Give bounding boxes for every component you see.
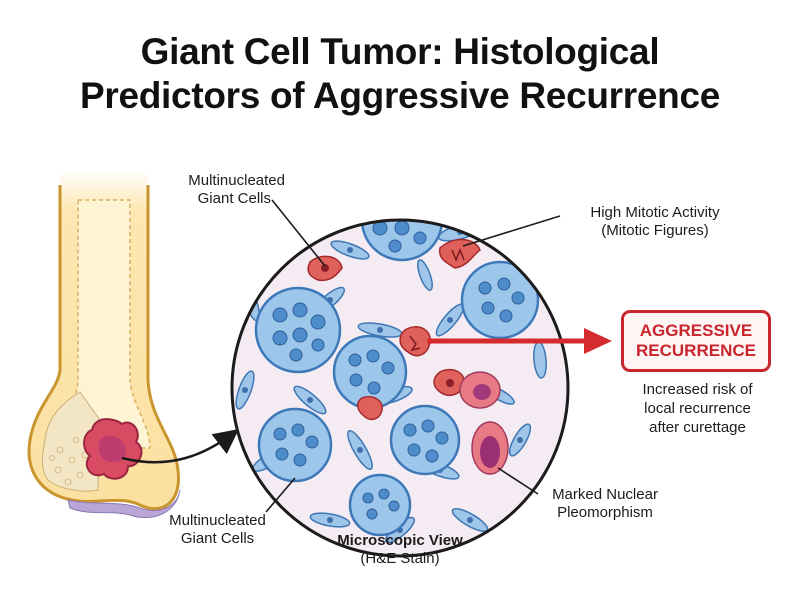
- label-giant-cells-top: Multinucleated Giant Cells: [150, 172, 285, 208]
- bone-illustration: [27, 170, 181, 519]
- callout-line-1: AGGRESSIVE: [639, 321, 753, 340]
- aggressive-recurrence-callout: AGGRESSIVE RECURRENCE: [621, 310, 771, 372]
- label-line: Marked Nuclear: [552, 486, 658, 503]
- label-mitotic-activity: High Mitotic Activity (Mitotic Figures): [560, 204, 750, 240]
- leader-giant-top: [271, 199, 326, 267]
- label-giant-cells-bottom: Multinucleated Giant Cells: [150, 512, 285, 548]
- pleomorphic-cell: [471, 421, 509, 475]
- medullary-canal: [61, 199, 151, 449]
- bone-to-view-arrow: [121, 428, 239, 464]
- mitotic-cell: [307, 255, 343, 282]
- giant-cell: [389, 404, 461, 476]
- label-nuclear-pleomorphism: Marked Nuclear Pleomorphism: [530, 486, 680, 522]
- risk-note-line: local recurrence: [644, 400, 751, 417]
- giant-cell: [332, 334, 408, 410]
- microscopic-view: [230, 218, 570, 558]
- title-line-2: Predictors of Aggressive Recurrence: [80, 75, 720, 116]
- label-line: Giant Cells: [180, 530, 255, 547]
- bone-outline: [27, 185, 180, 511]
- page-title: Giant Cell Tumor: Histological Predictor…: [0, 30, 800, 118]
- leader-giant-bottom: [265, 477, 296, 513]
- risk-note-line: Increased risk of: [642, 381, 753, 398]
- giant-cell: [460, 260, 540, 340]
- mitotic-cell: [433, 368, 465, 397]
- mitotic-cell: [399, 326, 431, 357]
- giant-cell: [360, 220, 444, 262]
- label-microscopic-view: Microscopic View (H&E Stain): [310, 532, 490, 568]
- label-line: Multinucleated: [169, 512, 266, 529]
- tumor-core: [98, 435, 127, 463]
- leader-mitotic: [462, 215, 561, 247]
- recurrence-arrow: [427, 328, 612, 354]
- label-line: Microscopic View: [337, 532, 463, 549]
- leader-pleomorphism: [497, 467, 539, 495]
- spongy-bone: [41, 391, 101, 492]
- label-line: (Mitotic Figures): [601, 222, 709, 239]
- giant-cell: [254, 286, 342, 374]
- label-line: High Mitotic Activity: [590, 204, 720, 221]
- label-line: (H&E Stain): [360, 550, 440, 567]
- pleomorphic-cell: [459, 371, 501, 409]
- leader-lines: [265, 199, 561, 513]
- label-line: Pleomorphism: [557, 504, 653, 521]
- label-line: Multinucleated: [188, 172, 285, 189]
- giant-cell: [348, 473, 412, 537]
- label-line: Giant Cells: [197, 190, 271, 207]
- callout-line-2: RECURRENCE: [636, 341, 756, 360]
- giant-cell: [257, 407, 333, 483]
- risk-note: Increased risk of local recurrence after…: [610, 380, 785, 437]
- mitotic-cell: [438, 238, 481, 269]
- risk-note-line: after curettage: [649, 419, 746, 436]
- trabecular-pattern: [49, 437, 89, 486]
- title-line-1: Giant Cell Tumor: Histological: [140, 31, 660, 72]
- articular-cartilage: [67, 489, 181, 519]
- mitotic-cell: [357, 396, 383, 421]
